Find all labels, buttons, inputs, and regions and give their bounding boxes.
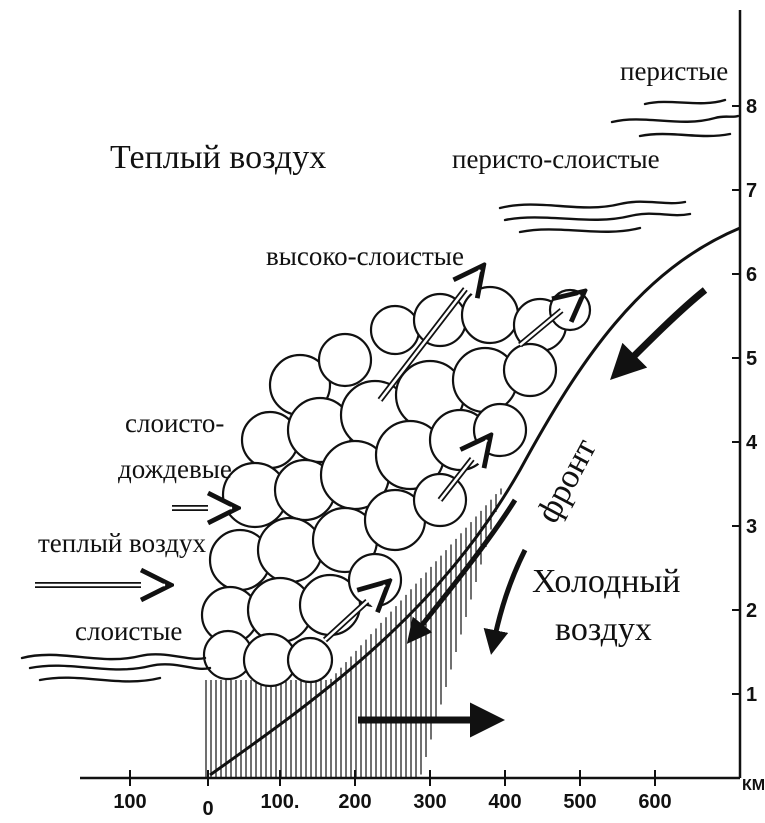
front-label: фронт [529,433,604,529]
y-tick-label: 3 [746,516,757,538]
nimbostratus-label-1: слоисто- [125,408,224,438]
y-axis-ticks: 1 2 3 4 5 6 7 8 [732,96,758,706]
stratus-label: слоистые [75,616,182,646]
y-tick-label: 7 [746,180,757,202]
cirrostratus-label: перисто-слоистые [452,144,660,174]
y-tick-label: 8 [746,96,757,118]
y-tick-label: 6 [746,264,757,286]
nimbostratus-label-2: дождевые [118,454,232,484]
altostratus-label: высоко-слоистые [266,241,464,271]
stratus-wisps [22,654,210,681]
x-tick-label: 300 [413,791,446,813]
cold-air-label-1: Холодный [532,563,680,600]
cirrus-label: перистые [620,56,728,86]
cirrostratus-wisps [500,202,690,232]
x-tick-label: 200 [338,791,371,813]
y-tick-label: 1 [746,684,757,706]
x-tick-label: 100. [261,791,300,813]
x-axis-unit: КМ [742,777,765,794]
warm-air-inflow-label: теплый воздух [38,528,207,558]
x-tick-label: 600 [638,791,671,813]
x-tick-label: 400 [488,791,521,813]
y-tick-label: 5 [746,348,757,370]
y-tick-label: 2 [746,600,757,622]
warm-air-title: Теплый воздух [110,139,326,176]
cirrus-wisps [612,100,738,136]
x-tick-label: 500 [563,791,596,813]
cold-air-label-2: воздух [555,611,652,648]
x-tick-label: 0 [202,798,213,820]
y-tick-label: 4 [746,432,758,454]
x-tick-label: 100 [113,791,146,813]
